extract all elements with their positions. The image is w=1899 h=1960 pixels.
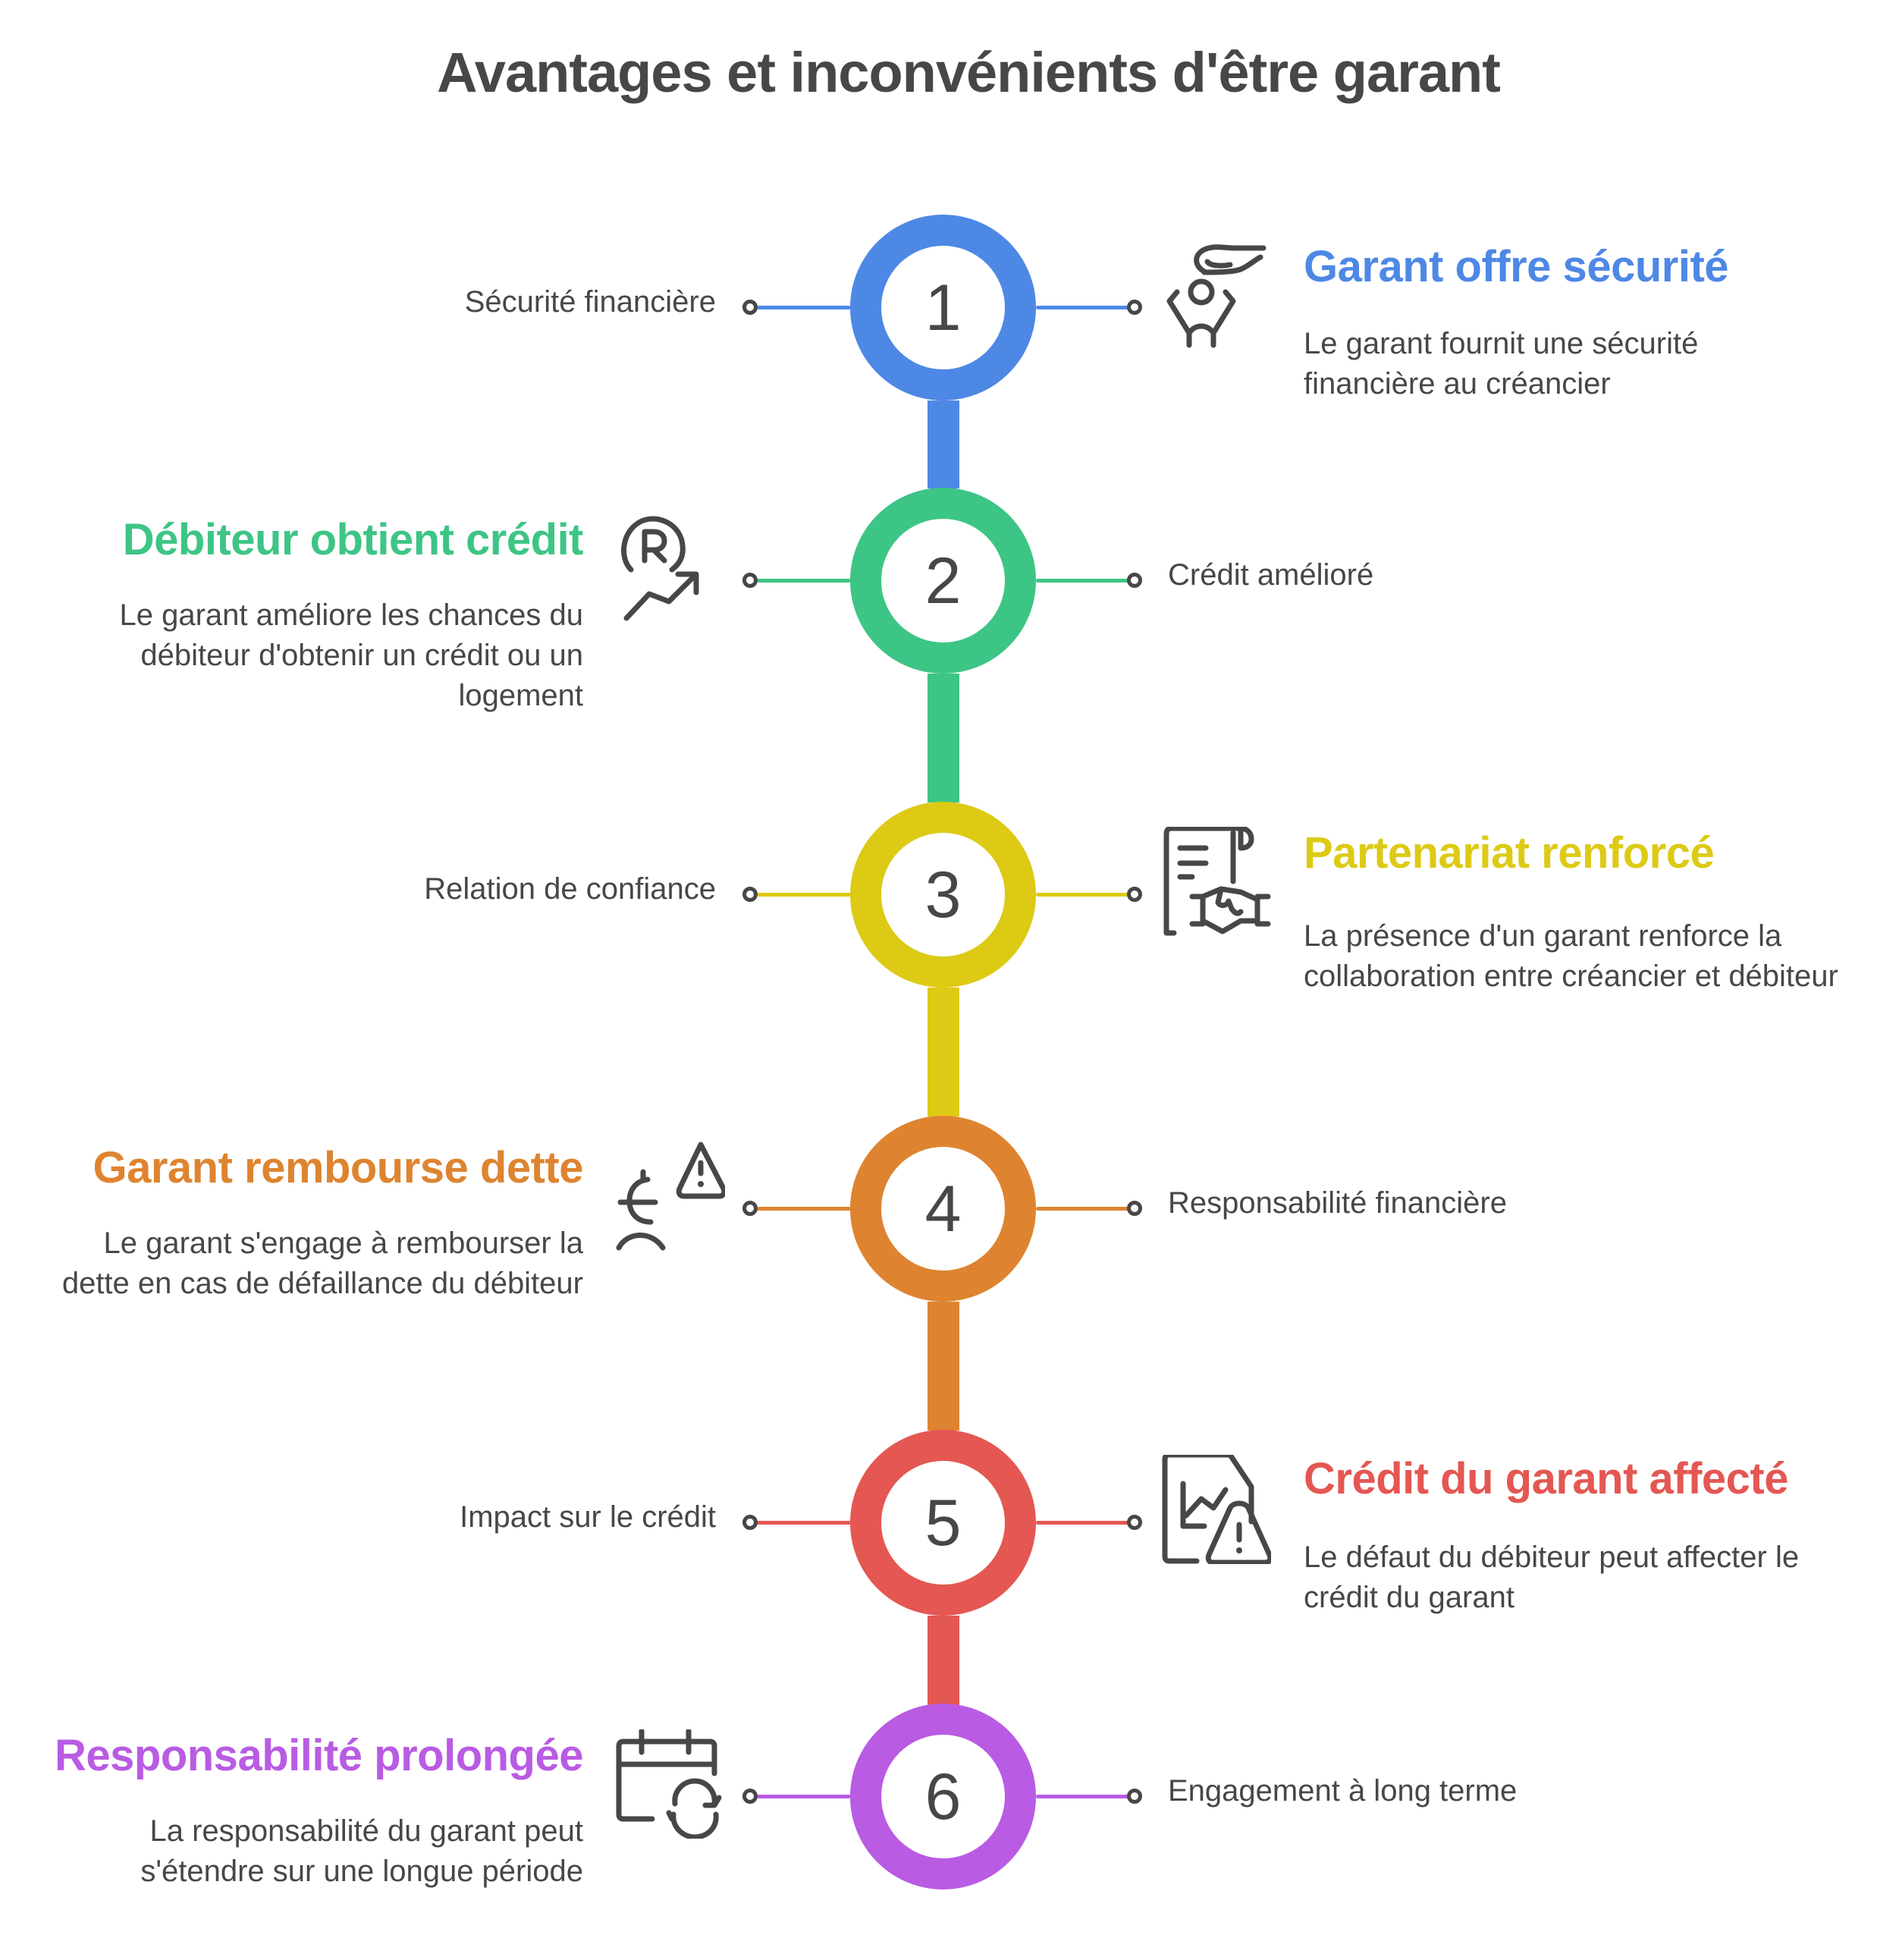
step-5-left-dot xyxy=(742,1515,758,1530)
step-6-description: La responsabilité du garant peut s'étend… xyxy=(140,1814,583,1888)
step-5-right-dot xyxy=(1127,1515,1142,1530)
step-5-right-line xyxy=(1036,1521,1130,1525)
step-6-heading: Responsabilité prolongée xyxy=(55,1731,584,1780)
step-4-description: Le garant s'engage à rembourser la dette… xyxy=(61,1227,583,1300)
step-1-number: 1 xyxy=(924,271,962,344)
step-1-left-dot xyxy=(742,300,758,315)
step-2-right-line xyxy=(1036,579,1130,583)
connector-2-3 xyxy=(928,674,959,803)
step-4-right-line xyxy=(1036,1207,1130,1211)
step-4-right-dot xyxy=(1127,1201,1142,1216)
step-5-heading: Crédit du garant affecté xyxy=(1304,1454,1789,1503)
step-6-right-line xyxy=(1036,1795,1130,1798)
step-3-short-label: Relation de confiance xyxy=(424,872,716,906)
step-2-left-dot xyxy=(742,573,758,588)
step-1-left-line xyxy=(757,306,851,309)
step-2-right-dot xyxy=(1127,573,1142,588)
step-4-heading: Garant rembourse dette xyxy=(93,1143,583,1192)
step-5-short-label: Impact sur le crédit xyxy=(460,1500,716,1534)
credit-growth-icon xyxy=(616,512,725,621)
step-1-description: Le garant fournit une sécurité financièr… xyxy=(1304,327,1699,400)
step-4-short-label: Responsabilité financière xyxy=(1168,1186,1507,1220)
connector-1-2 xyxy=(928,400,959,488)
step-3-left-dot xyxy=(742,887,758,902)
step-4-left-line xyxy=(757,1207,851,1211)
calendar-refresh-icon xyxy=(616,1729,725,1839)
step-2-description: Le garant améliore les chances du débite… xyxy=(119,598,583,712)
step-5-description: Le défaut du débiteur peut affecter le c… xyxy=(1304,1541,1800,1614)
step-1-short-label: Sécurité financière xyxy=(464,285,716,319)
step-3-left-line xyxy=(757,893,851,897)
step-5-left-line xyxy=(757,1521,851,1525)
connector-5-6 xyxy=(928,1616,959,1705)
step-4-left-dot xyxy=(742,1201,758,1216)
step-6-number: 6 xyxy=(924,1760,962,1833)
step-3-description: La présence d'un garant renforce la coll… xyxy=(1304,919,1838,993)
step-2-left-line xyxy=(757,579,851,583)
contract-handshake-icon xyxy=(1162,827,1271,936)
euro-person-warning-icon xyxy=(616,1142,725,1251)
step-6-left-line xyxy=(757,1795,851,1798)
step-2-short-label: Crédit amélioré xyxy=(1168,558,1374,592)
step-1-right-dot xyxy=(1127,300,1142,315)
chart-document-warning-icon xyxy=(1162,1455,1271,1564)
step-6-short-label: Engagement à long terme xyxy=(1168,1774,1518,1808)
step-3-number: 3 xyxy=(924,858,962,931)
step-1-right-line xyxy=(1036,306,1130,309)
step-3-right-line xyxy=(1036,893,1130,897)
step-4-circle: 4 xyxy=(850,1116,1036,1302)
connector-4-5 xyxy=(928,1302,959,1431)
step-4-number: 4 xyxy=(924,1172,962,1245)
step-2-circle: 2 xyxy=(850,488,1036,674)
step-3-heading: Partenariat renforcé xyxy=(1304,828,1715,878)
step-5-circle: 5 xyxy=(850,1430,1036,1616)
step-6-left-dot xyxy=(742,1789,758,1804)
page-title: Avantages et inconvénients d'être garant xyxy=(437,41,1501,104)
step-3-right-dot xyxy=(1127,887,1142,902)
step-5-number: 5 xyxy=(924,1486,962,1560)
step-2-number: 2 xyxy=(924,544,962,617)
connector-3-4 xyxy=(928,988,959,1117)
step-2-heading: Débiteur obtient crédit xyxy=(122,515,584,564)
step-1-heading: Garant offre sécurité xyxy=(1304,242,1729,291)
step-6-circle: 6 xyxy=(850,1704,1036,1889)
step-6-right-dot xyxy=(1127,1789,1142,1804)
step-3-circle: 3 xyxy=(850,802,1036,988)
hand-protecting-person-icon xyxy=(1162,239,1271,348)
step-1-circle: 1 xyxy=(850,215,1036,400)
